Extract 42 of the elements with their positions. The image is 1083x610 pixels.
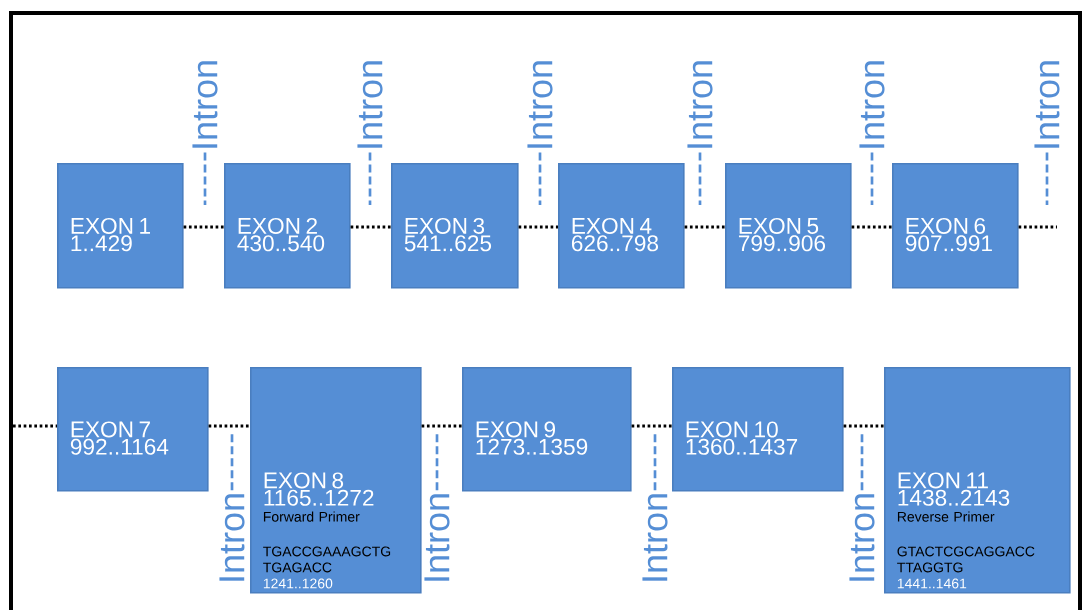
dotted-line: [851, 225, 892, 229]
intron-label: Intron: [527, 61, 553, 148]
leader-line: [870, 152, 874, 205]
dotted-line: [13, 424, 57, 428]
exon-box: EXON 8 1165..1272 Forward Primer TGACCGAAAGCTG TGAGACC 1241..1260: [250, 367, 422, 594]
intron-label: Intron: [192, 61, 218, 148]
dotted-line: [421, 424, 462, 428]
leader-line: [1045, 152, 1049, 205]
leader-line: [698, 152, 702, 205]
leader-line: [653, 432, 657, 491]
exon-box: EXON 4 626..798: [558, 163, 685, 289]
leader-line: [538, 152, 542, 205]
exon-box: EXON 7 992..1164: [57, 367, 209, 492]
dotted-line: [843, 424, 884, 428]
intron-label: Intron: [219, 494, 245, 581]
exon-box: EXON 11 1438..2143 Reverse Primer GTACTCGCAGGACC TTAGGTG 1441..1461: [884, 367, 1071, 594]
intron-label: Intron: [849, 494, 875, 581]
dotted-line: [631, 424, 672, 428]
exon-box: EXON 9 1273..1359: [462, 367, 632, 492]
intron-label: Intron: [424, 494, 450, 581]
intron-label: Intron: [357, 61, 383, 148]
leader-line: [435, 432, 439, 491]
exon-box: EXON 5 799..906: [725, 163, 852, 289]
leader-line: [860, 432, 864, 491]
leader-line: [368, 152, 372, 205]
dotted-line: [684, 225, 725, 229]
intron-label: Intron: [1034, 61, 1060, 148]
dotted-line: [183, 225, 224, 229]
exon-box: EXON 2 430..540: [224, 163, 351, 289]
dotted-line: [208, 424, 250, 428]
intron-label: Intron: [687, 61, 713, 148]
intron-label: Intron: [859, 61, 885, 148]
dotted-line: [1018, 225, 1057, 229]
dotted-line: [518, 225, 558, 229]
exon-box: EXON 3 541..625: [391, 163, 519, 289]
exon-box: EXON 6 907..991: [892, 163, 1019, 289]
leader-line: [203, 152, 207, 205]
dotted-line: [350, 225, 391, 229]
intron-label: Intron: [642, 494, 668, 581]
exon-box: EXON 1 1..429: [57, 163, 184, 289]
exon-box: EXON 10 1360..1437: [672, 367, 844, 492]
leader-line: [230, 432, 234, 491]
